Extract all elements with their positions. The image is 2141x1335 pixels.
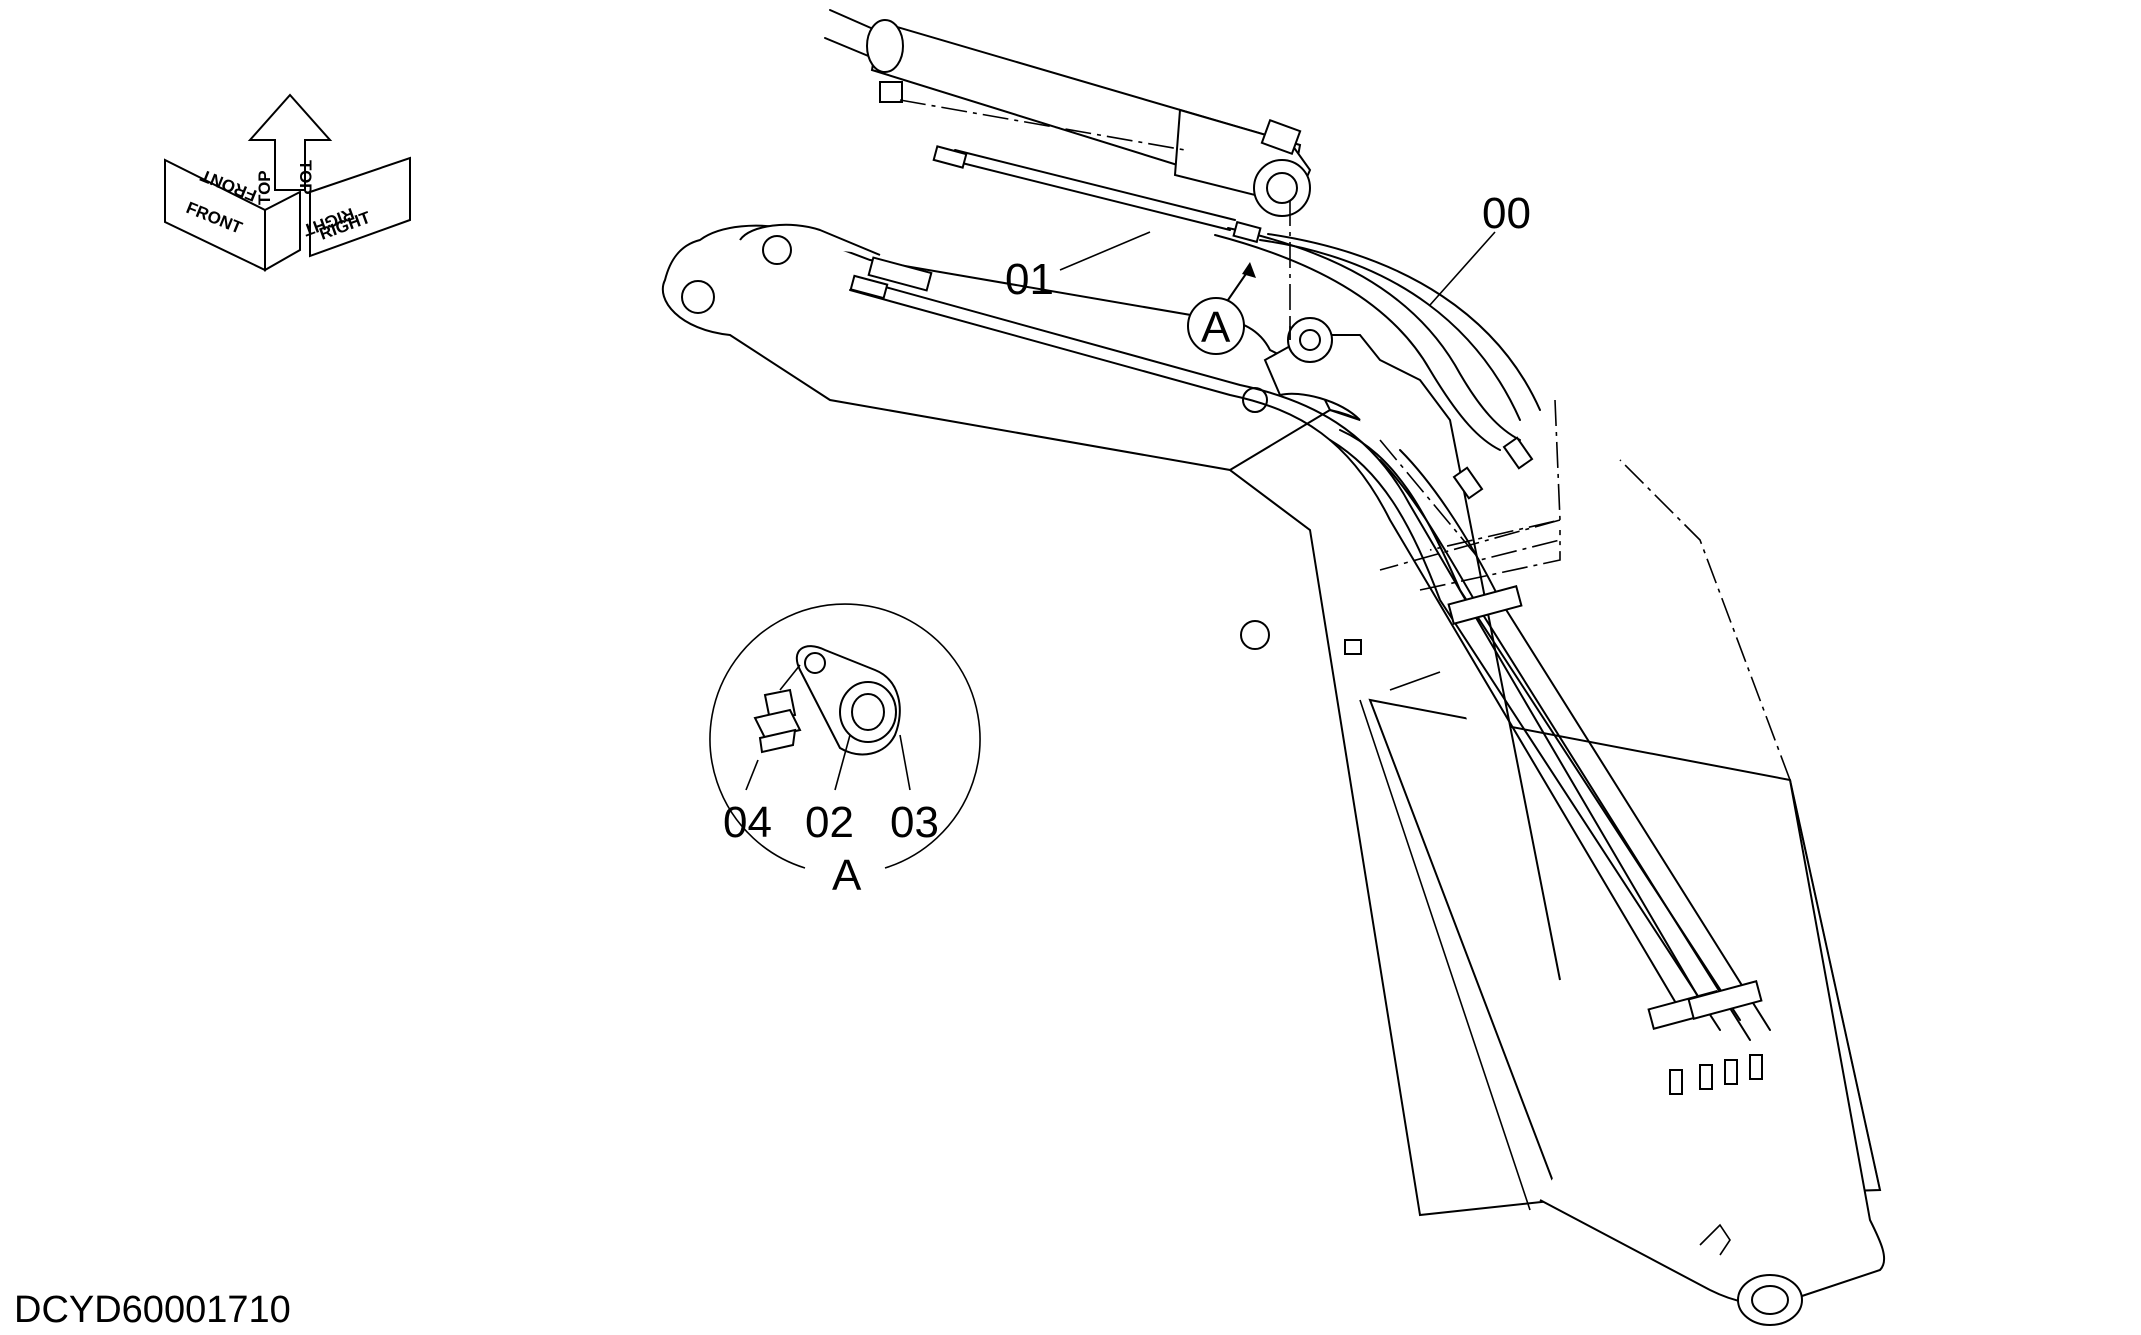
phantom-lines bbox=[1289, 200, 1881, 1191]
top-label-group: TOP TOP bbox=[255, 160, 315, 205]
top-label-mirrored: TOP bbox=[296, 160, 315, 195]
bolt-part bbox=[753, 664, 802, 754]
callouts: 00 01 bbox=[1005, 189, 1531, 306]
callout-04: 04 bbox=[723, 798, 772, 847]
detail-marker-a-label: A bbox=[1201, 303, 1231, 352]
boom-structure bbox=[661, 223, 1886, 1326]
clamp-part bbox=[795, 645, 901, 756]
callout-02: 02 bbox=[805, 798, 854, 847]
detail-view-a-label: A bbox=[832, 851, 862, 900]
drawing-id: DCYD60001710 bbox=[14, 1289, 291, 1331]
callout-03: 03 bbox=[890, 798, 939, 847]
detail-marker-a: A bbox=[1187, 262, 1256, 355]
callout-01: 01 bbox=[1005, 255, 1054, 304]
callout-00: 00 bbox=[1482, 189, 1531, 238]
boom-cylinder bbox=[824, 9, 1312, 217]
orientation-indicator: FRONT FRONT TOP TOP RIGHT RIGHT bbox=[164, 93, 411, 272]
hose-lines bbox=[849, 145, 1771, 1095]
top-label: TOP bbox=[255, 170, 274, 205]
detail-view-a: A 04 02 03 bbox=[709, 603, 981, 900]
